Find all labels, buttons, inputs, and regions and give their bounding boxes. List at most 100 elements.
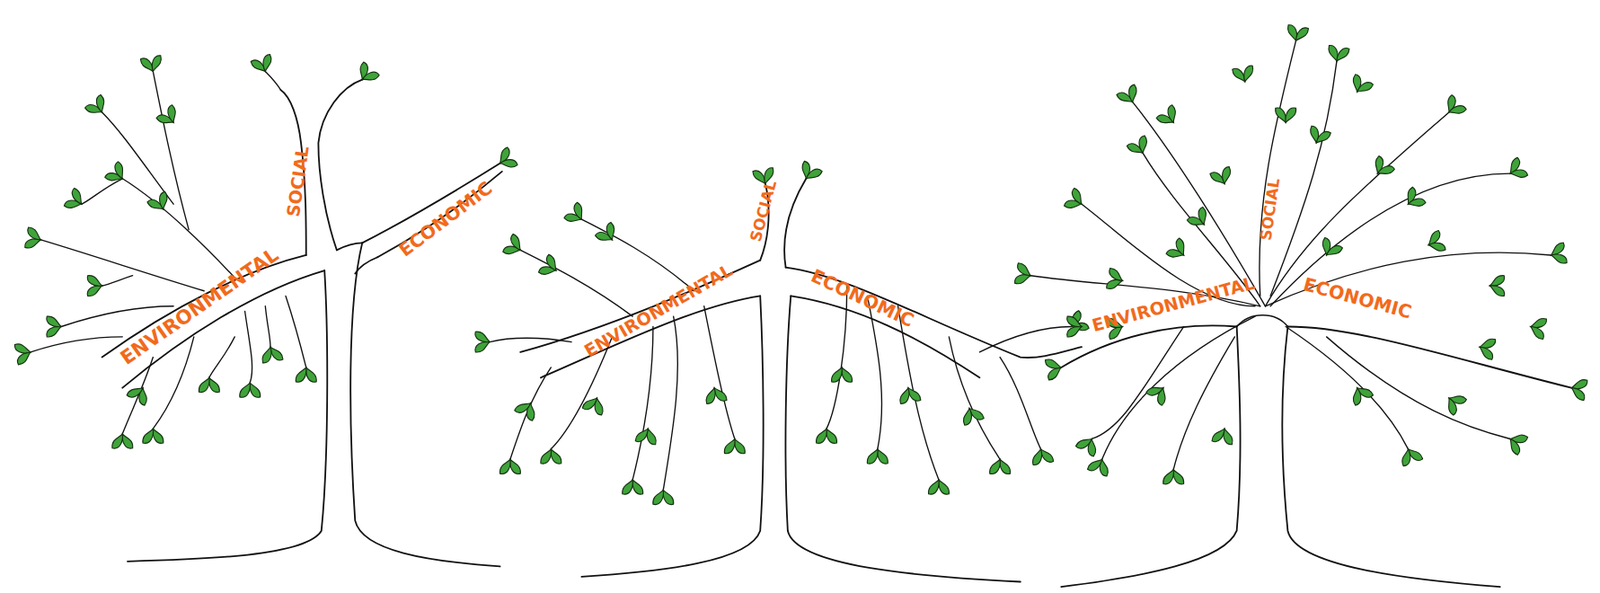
twig	[581, 219, 694, 292]
leaf-pair	[1401, 186, 1426, 213]
twig	[152, 336, 194, 429]
leaf-pair	[104, 161, 129, 187]
trunk	[350, 242, 500, 566]
leaf-pair	[1166, 238, 1191, 264]
leaf-pair	[24, 227, 43, 250]
leaf-pair	[1156, 104, 1182, 129]
leaf-pair	[46, 316, 62, 337]
leaf-pair	[1087, 455, 1112, 477]
leaf-pair	[1548, 242, 1567, 266]
branch	[1060, 325, 1237, 368]
twig	[520, 249, 633, 317]
twig	[898, 306, 939, 480]
leaf-pair	[1398, 445, 1424, 467]
leaf-pair	[250, 53, 275, 75]
twig	[979, 327, 1071, 353]
twig	[30, 336, 123, 353]
leaf-pair	[198, 377, 220, 392]
leaf-pair	[502, 233, 526, 259]
leaf-pair	[928, 479, 950, 495]
leaf-pair	[63, 187, 88, 213]
leaf-pair	[499, 459, 521, 474]
leaf-pair	[126, 382, 152, 407]
twig	[1259, 40, 1297, 296]
leaf-pair	[140, 55, 163, 74]
leaf-pair	[353, 61, 380, 87]
leaf-pair	[582, 394, 607, 416]
leaf-pair	[112, 433, 133, 449]
trunk	[1281, 327, 1500, 588]
branch	[354, 256, 378, 274]
leaf-pair	[239, 382, 261, 398]
leaf-pair	[1442, 389, 1468, 416]
twig	[948, 336, 1000, 460]
leaf-pair	[1075, 433, 1101, 458]
leaf-pair	[1146, 380, 1172, 406]
leaf-pair	[1116, 84, 1142, 108]
leaf-pair	[475, 331, 490, 353]
leaf-pair	[724, 438, 745, 453]
leaf-pair	[142, 428, 164, 443]
twig	[1237, 315, 1289, 328]
leaf-pair	[990, 459, 1011, 474]
leaf-pair	[514, 397, 540, 422]
twig	[1326, 336, 1511, 440]
leaf-pair	[622, 479, 644, 495]
branch-label: SOCIAL	[1258, 176, 1283, 241]
leaf-pair	[1504, 157, 1529, 183]
leaf-pair	[260, 344, 283, 363]
branch	[784, 178, 806, 268]
branch	[1287, 327, 1572, 389]
leaf-pair	[1186, 206, 1212, 231]
leaf-pair	[898, 386, 921, 405]
leaf-pair	[1275, 107, 1297, 123]
leaf-pair	[1370, 155, 1396, 180]
leaf-pair	[1569, 377, 1588, 400]
leaf-pair	[796, 160, 823, 185]
branch-label: ECONOMIC	[1300, 274, 1414, 322]
twig	[209, 336, 235, 378]
leaf-pair	[1063, 187, 1088, 213]
twig	[40, 239, 204, 292]
leaf-pair	[1030, 447, 1053, 466]
twig	[999, 357, 1041, 450]
leaf-pair	[564, 202, 589, 228]
leaf-pair	[653, 489, 674, 504]
leaf-pair	[84, 94, 110, 119]
leaf-pair	[1529, 316, 1547, 339]
branch-label: ECONOMIC	[808, 265, 918, 330]
leaf-pair	[959, 404, 984, 425]
trunk	[785, 295, 1020, 582]
leaf-pair	[295, 367, 317, 382]
leaf-pair	[1285, 24, 1309, 43]
branch-label: ENVIRONMENTAL	[116, 244, 282, 368]
leaf-pair	[1326, 44, 1350, 63]
tree-one	[14, 53, 518, 566]
leaf-pair	[1014, 263, 1033, 286]
leaf-pair	[704, 386, 727, 405]
branch	[318, 79, 363, 251]
twig	[489, 337, 572, 342]
leaf-pair	[1232, 65, 1256, 84]
trunk	[1060, 327, 1240, 588]
twig	[1091, 327, 1184, 440]
twig	[285, 295, 307, 368]
leaf-pair	[538, 254, 562, 280]
twig	[1264, 112, 1449, 307]
branch-label: SOCIAL	[284, 145, 312, 219]
leaf-pair	[14, 342, 33, 365]
twig	[662, 316, 678, 490]
branch-label: SOCIAL	[747, 178, 778, 244]
leaf-pair	[866, 449, 888, 464]
leaf-pair	[1211, 426, 1235, 445]
twig	[704, 306, 735, 440]
twig	[1102, 316, 1256, 460]
branch	[336, 242, 363, 250]
leaf-pair	[147, 191, 173, 215]
twig	[632, 327, 654, 480]
leaf-pair	[1126, 135, 1152, 160]
leaf-pair	[1504, 430, 1529, 456]
twig	[550, 336, 612, 450]
branch-label: ECONOMIC	[396, 178, 496, 261]
leaf-pair	[540, 449, 562, 464]
